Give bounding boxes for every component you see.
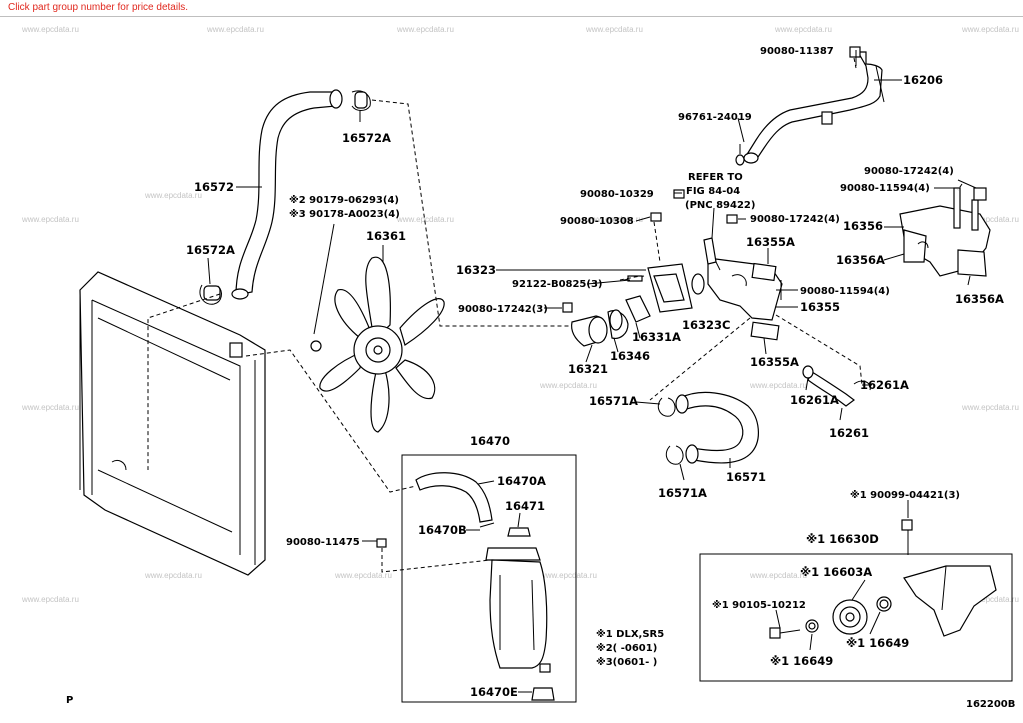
part-label-16603a[interactable]: ※1 16603A	[800, 565, 872, 579]
part-label-90080-11594-4[interactable]: 90080-11594(4)	[800, 286, 890, 297]
leader-lines	[207, 50, 977, 693]
part-label-16571a[interactable]: 16571A	[658, 486, 707, 500]
upper-radiator-hose-drawing	[199, 89, 371, 305]
idler-pulley-drawing	[769, 519, 997, 639]
watermark: www.epcdata.ru	[961, 595, 1019, 604]
dashed-lines	[147, 57, 963, 573]
fan-drawing	[310, 256, 445, 433]
water-inlet-pipe-drawing	[899, 187, 991, 277]
watermark: www.epcdata.ru	[539, 381, 597, 390]
bypass-pipe-drawing	[735, 46, 885, 166]
watermark: www.epcdata.ru	[144, 191, 202, 200]
water-outlet-drawing	[571, 237, 784, 347]
watermark: www.epcdata.ru	[961, 403, 1019, 412]
reservoir-group-box	[401, 454, 577, 703]
watermark: www.epcdata.ru	[774, 25, 832, 34]
watermark: www.epcdata.ru	[21, 25, 79, 34]
part-label-16470b[interactable]: 16470B	[418, 523, 467, 537]
watermark: www.epcdata.ru	[21, 403, 79, 412]
part-label-16355a[interactable]: 16355A	[746, 235, 795, 249]
part-label-16572[interactable]: 16572	[194, 180, 234, 194]
header-divider	[0, 16, 1023, 17]
part-label-16355[interactable]: 16355	[800, 300, 840, 314]
legend-note: ※1 DLX,SR5	[596, 628, 664, 640]
part-label-16331a[interactable]: 16331A	[632, 330, 681, 344]
part-label-90080-11475[interactable]: 90080-11475	[286, 537, 360, 548]
part-label-16323c[interactable]: 16323C	[682, 318, 730, 332]
part-label-16471[interactable]: 16471	[505, 499, 545, 513]
watermark: www.epcdata.ru	[961, 25, 1019, 34]
watermark: www.epcdata.ru	[585, 25, 643, 34]
part-label-16261a[interactable]: 16261A	[790, 393, 839, 407]
part-label-16346[interactable]: 16346	[610, 349, 650, 363]
watermark: www.epcdata.ru	[749, 381, 807, 390]
part-label-16470[interactable]: 16470	[470, 434, 510, 448]
refer-note: REFER TO	[688, 172, 743, 183]
part-label-16323[interactable]: 16323	[456, 263, 496, 277]
watermark: www.epcdata.ru	[749, 571, 807, 580]
lower-radiator-hose-drawing	[657, 391, 759, 465]
part-label-16356[interactable]: 16356	[843, 219, 883, 233]
part-label-16361[interactable]: 16361	[366, 229, 406, 243]
part-label-16649[interactable]: ※1 16649	[770, 654, 833, 668]
part-label-90178-a0023-4[interactable]: ※3 90178-A0023(4)	[289, 208, 400, 220]
parts-diagram: www.epcdata.ru www.epcdata.ru www.epcdat…	[21, 25, 1019, 710]
part-label-90080-11387[interactable]: 90080-11387	[760, 46, 834, 57]
part-label-90080-10329[interactable]: 90080-10329	[580, 189, 654, 200]
refer-note: FIG 84-04	[686, 186, 740, 197]
part-label-16356a[interactable]: 16356A	[836, 253, 885, 267]
part-label-90099-04421-3[interactable]: ※1 90099-04421(3)	[850, 489, 960, 501]
part-label-16356a[interactable]: 16356A	[955, 292, 1004, 306]
idler-group-box	[699, 553, 1013, 682]
part-label-16572a[interactable]: 16572A	[186, 243, 235, 257]
price-details-link[interactable]: Click part group number for price detail…	[8, 2, 189, 13]
watermark: www.epcdata.ru	[21, 215, 79, 224]
part-label-16470a[interactable]: 16470A	[497, 474, 546, 488]
part-label-16206[interactable]: 16206	[903, 73, 943, 87]
part-label-90080-11594-4[interactable]: 90080-11594(4)	[840, 183, 930, 194]
watermark: www.epcdata.ru	[206, 25, 264, 34]
part-label-90179-06293-4[interactable]: ※2 90179-06293(4)	[289, 194, 399, 206]
fastener-drawings	[376, 189, 738, 548]
legend-note: ※3(0601- )	[596, 656, 657, 668]
part-label-16571[interactable]: 16571	[726, 470, 766, 484]
part-label-90080-10308[interactable]: 90080-10308	[560, 216, 634, 227]
part-label-96761-24019[interactable]: 96761-24019	[678, 112, 752, 123]
refer-note: (PNC 89422)	[685, 200, 755, 211]
part-label-16355a[interactable]: 16355A	[750, 355, 799, 369]
part-label-16261[interactable]: 16261	[829, 426, 869, 440]
part-label-90105-10212[interactable]: ※1 90105-10212	[712, 599, 806, 611]
reservoir-tank-drawing	[415, 472, 555, 701]
legend-note: ※2( -0601)	[596, 642, 657, 654]
part-label-90080-17242-3[interactable]: 90080-17242(3)	[458, 304, 548, 315]
part-label-16649[interactable]: ※1 16649	[846, 636, 909, 650]
part-label-92122-b0825-3[interactable]: 92122-B0825(3)	[512, 279, 603, 290]
watermark: www.epcdata.ru	[396, 25, 454, 34]
part-label-16321[interactable]: 16321	[568, 362, 608, 376]
figure-code: 162200B	[966, 699, 1015, 710]
watermark: www.epcdata.ru	[396, 215, 454, 224]
part-label-16630d[interactable]: ※1 16630D	[806, 532, 879, 546]
watermark: www.epcdata.ru	[334, 571, 392, 580]
part-label-16470e[interactable]: 16470E	[470, 685, 518, 699]
watermark: www.epcdata.ru	[961, 215, 1019, 224]
watermark: www.epcdata.ru	[585, 215, 643, 224]
watermark: www.epcdata.ru	[144, 571, 202, 580]
part-labels: 16206 90080-11387 96761-24019 90080-1724…	[66, 46, 1015, 710]
page-marker: P	[66, 695, 73, 706]
radiator-drawing	[79, 271, 266, 576]
part-label-16571a[interactable]: 16571A	[589, 394, 638, 408]
part-label-16261a[interactable]: 16261A	[860, 378, 909, 392]
watermark: www.epcdata.ru	[21, 595, 79, 604]
part-label-90080-17242-4[interactable]: 90080-17242(4)	[864, 166, 954, 177]
part-label-16572a[interactable]: 16572A	[342, 131, 391, 145]
part-label-90080-17242-4[interactable]: 90080-17242(4)	[750, 214, 840, 225]
watermark: www.epcdata.ru	[539, 571, 597, 580]
